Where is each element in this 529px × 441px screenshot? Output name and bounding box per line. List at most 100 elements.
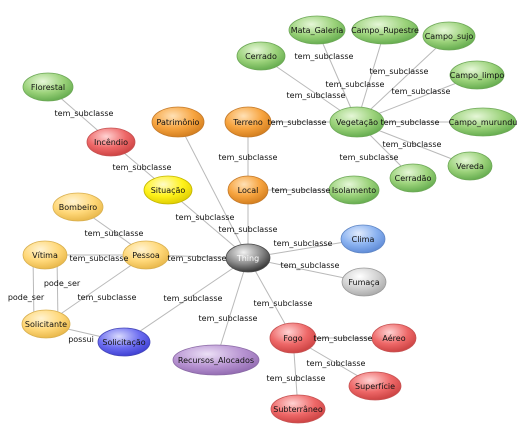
node-shape-campo-limpo	[449, 60, 505, 90]
node-aereo[interactable]: Aéreo	[371, 323, 417, 353]
node-solicitacao[interactable]: Solicitação	[97, 327, 151, 357]
node-vereda[interactable]: Vereda	[447, 151, 493, 181]
node-shape-pessoa	[122, 240, 170, 270]
node-shape-vegetacao	[329, 106, 385, 138]
edge-pessoa-to-solicitante	[45, 254, 147, 325]
node-label-subterraneo: Subterrâneo	[273, 405, 323, 414]
node-shape-cerrado	[236, 41, 286, 71]
node-mata-galeria[interactable]: Mata_Galeria	[288, 15, 346, 45]
node-campo-limpo[interactable]: Campo_limpo	[449, 60, 505, 90]
node-label-incendio: Incêndio	[94, 137, 128, 147]
node-label-campo-rupestre: Campo_Rupestre	[351, 26, 419, 35]
edge-label-solicitante-to-vitima: pode_ser	[44, 279, 81, 288]
edge-label-solicitante-to-solicitacao: possui	[68, 335, 94, 344]
edge-label-situacao-to-incendio: tem_subclasse	[113, 163, 172, 172]
edge-label-pessoa-to-solicitante: tem_subclasse	[78, 293, 137, 302]
edge-thing-to-patrimonio	[177, 121, 249, 259]
edge-label-thing-to-fogo: tem_subclasse	[254, 299, 313, 308]
edge-vegetacao-to-mata-galeria	[316, 29, 358, 123]
edge-label-vegetacao-to-campo-limpo: tem_subclasse	[392, 87, 451, 96]
edge-label-thing-to-pessoa: tem_subclasse	[168, 254, 227, 263]
edge-label-local-to-terreno: tem_subclasse	[219, 153, 278, 162]
node-label-vereda: Vereda	[456, 162, 484, 171]
edge-labels-layer: tem_subclassetem_subclassetem_subclasset…	[8, 52, 451, 383]
edge-label-vegetacao-to-cerrado: tem_subclasse	[287, 91, 346, 100]
node-isolamento[interactable]: Isolamento	[328, 175, 380, 205]
edge-label-thing-to-situacao: tem_subclasse	[176, 213, 235, 222]
edge-label-incendio-to-florestal: tem_subclasse	[55, 109, 114, 118]
node-shape-bombeiro	[52, 192, 104, 222]
node-thing[interactable]: Thing	[225, 243, 271, 273]
node-florestal[interactable]: Florestal	[22, 72, 74, 102]
edge-label-thing-to-solicitacao: tem_subclasse	[164, 294, 223, 303]
node-shape-superficie	[348, 371, 402, 401]
node-subterraneo[interactable]: Subterrâneo	[270, 394, 326, 424]
node-local[interactable]: Local	[227, 175, 269, 205]
edge-label-vegetacao-to-vereda: tem_subclasse	[383, 140, 442, 149]
node-situacao[interactable]: Situação	[143, 175, 193, 205]
node-label-solicitante: Solicitante	[25, 320, 67, 329]
node-shape-campo-murundu	[449, 107, 517, 137]
node-label-fumaca: Fumaça	[348, 278, 379, 287]
node-shape-situacao	[143, 175, 193, 205]
node-label-clima: Clima	[352, 235, 375, 244]
edge-label-vegetacao-to-mata-galeria: tem_subclasse	[295, 52, 354, 61]
node-fogo[interactable]: Fogo	[269, 322, 317, 354]
node-label-cerradao: Cerradão	[395, 174, 432, 183]
edge-vegetacao-to-campo-sujo	[356, 35, 450, 123]
edge-vegetacao-to-campo-rupestre	[356, 29, 386, 123]
node-patrimonio[interactable]: Patrimônio	[151, 106, 205, 138]
node-incendio[interactable]: Incêndio	[86, 127, 136, 157]
node-vegetacao[interactable]: Vegetação	[329, 106, 385, 138]
edge-thing-to-solicitacao	[123, 257, 249, 343]
edge-label-fogo-to-aereo: tem_subclasse	[314, 334, 373, 343]
node-label-pessoa: Pessoa	[132, 251, 160, 260]
node-cerradao[interactable]: Cerradão	[389, 163, 437, 193]
edge-label-terreno-to-vegetacao: tem_subclasse	[268, 118, 327, 127]
node-shape-recursos-alocados	[172, 344, 260, 376]
node-shape-clima	[340, 224, 386, 254]
node-shape-local	[227, 175, 269, 205]
node-fumaca[interactable]: Fumaça	[341, 267, 387, 297]
edge-label-thing-to-recursos-alocados: tem_subclasse	[199, 314, 258, 323]
edge-label-vitima-to-solicitante: pode_ser	[8, 293, 45, 302]
node-pessoa[interactable]: Pessoa	[122, 240, 170, 270]
edge-label-local-to-isolamento: tem_subclasse	[272, 186, 331, 195]
node-terreno[interactable]: Terreno	[224, 106, 272, 138]
node-cerrado[interactable]: Cerrado	[236, 41, 286, 71]
node-bombeiro[interactable]: Bombeiro	[52, 192, 104, 222]
node-label-cerrado: Cerrado	[245, 52, 277, 61]
node-shape-vereda	[447, 151, 493, 181]
node-shape-thing	[225, 243, 271, 273]
node-shape-patrimonio	[151, 106, 205, 138]
edge-thing-to-recursos-alocados	[215, 257, 249, 361]
node-label-patrimonio: Patrimônio	[157, 117, 200, 127]
node-campo-sujo[interactable]: Campo_sujo	[422, 21, 476, 51]
edge-label-pessoa-to-bombeiro: tem_subclasse	[85, 229, 144, 238]
node-shape-mata-galeria	[288, 15, 346, 45]
node-shape-subterraneo	[270, 394, 326, 424]
node-shape-campo-rupestre	[351, 15, 419, 45]
node-shape-florestal	[22, 72, 74, 102]
node-label-campo-murundu: Campo_murundu	[449, 118, 518, 127]
node-campo-rupestre[interactable]: Campo_Rupestre	[351, 15, 419, 45]
node-campo-murundu[interactable]: Campo_murundu	[449, 107, 518, 137]
edge-label-pessoa-to-vitima: tem_subclasse	[70, 254, 129, 263]
node-recursos-alocados[interactable]: Recursos_Alocados	[172, 344, 260, 376]
node-label-fogo: Fogo	[283, 334, 302, 343]
node-vitima[interactable]: Vítima	[22, 240, 68, 270]
node-label-campo-sujo: Campo_sujo	[425, 32, 474, 41]
node-clima[interactable]: Clima	[340, 224, 386, 254]
node-superficie[interactable]: Superfície	[348, 371, 402, 401]
node-label-thing: Thing	[236, 254, 259, 263]
node-label-terreno: Terreno	[232, 118, 263, 127]
node-shape-isolamento	[328, 175, 380, 205]
node-solicitante[interactable]: Solicitante	[21, 309, 71, 339]
node-label-aereo: Aéreo	[382, 333, 405, 343]
node-label-mata-galeria: Mata_Galeria	[291, 26, 344, 35]
node-shape-fumaca	[341, 267, 387, 297]
node-shape-fogo	[269, 322, 317, 354]
node-label-campo-limpo: Campo_limpo	[450, 71, 505, 80]
node-shape-cerradao	[389, 163, 437, 193]
